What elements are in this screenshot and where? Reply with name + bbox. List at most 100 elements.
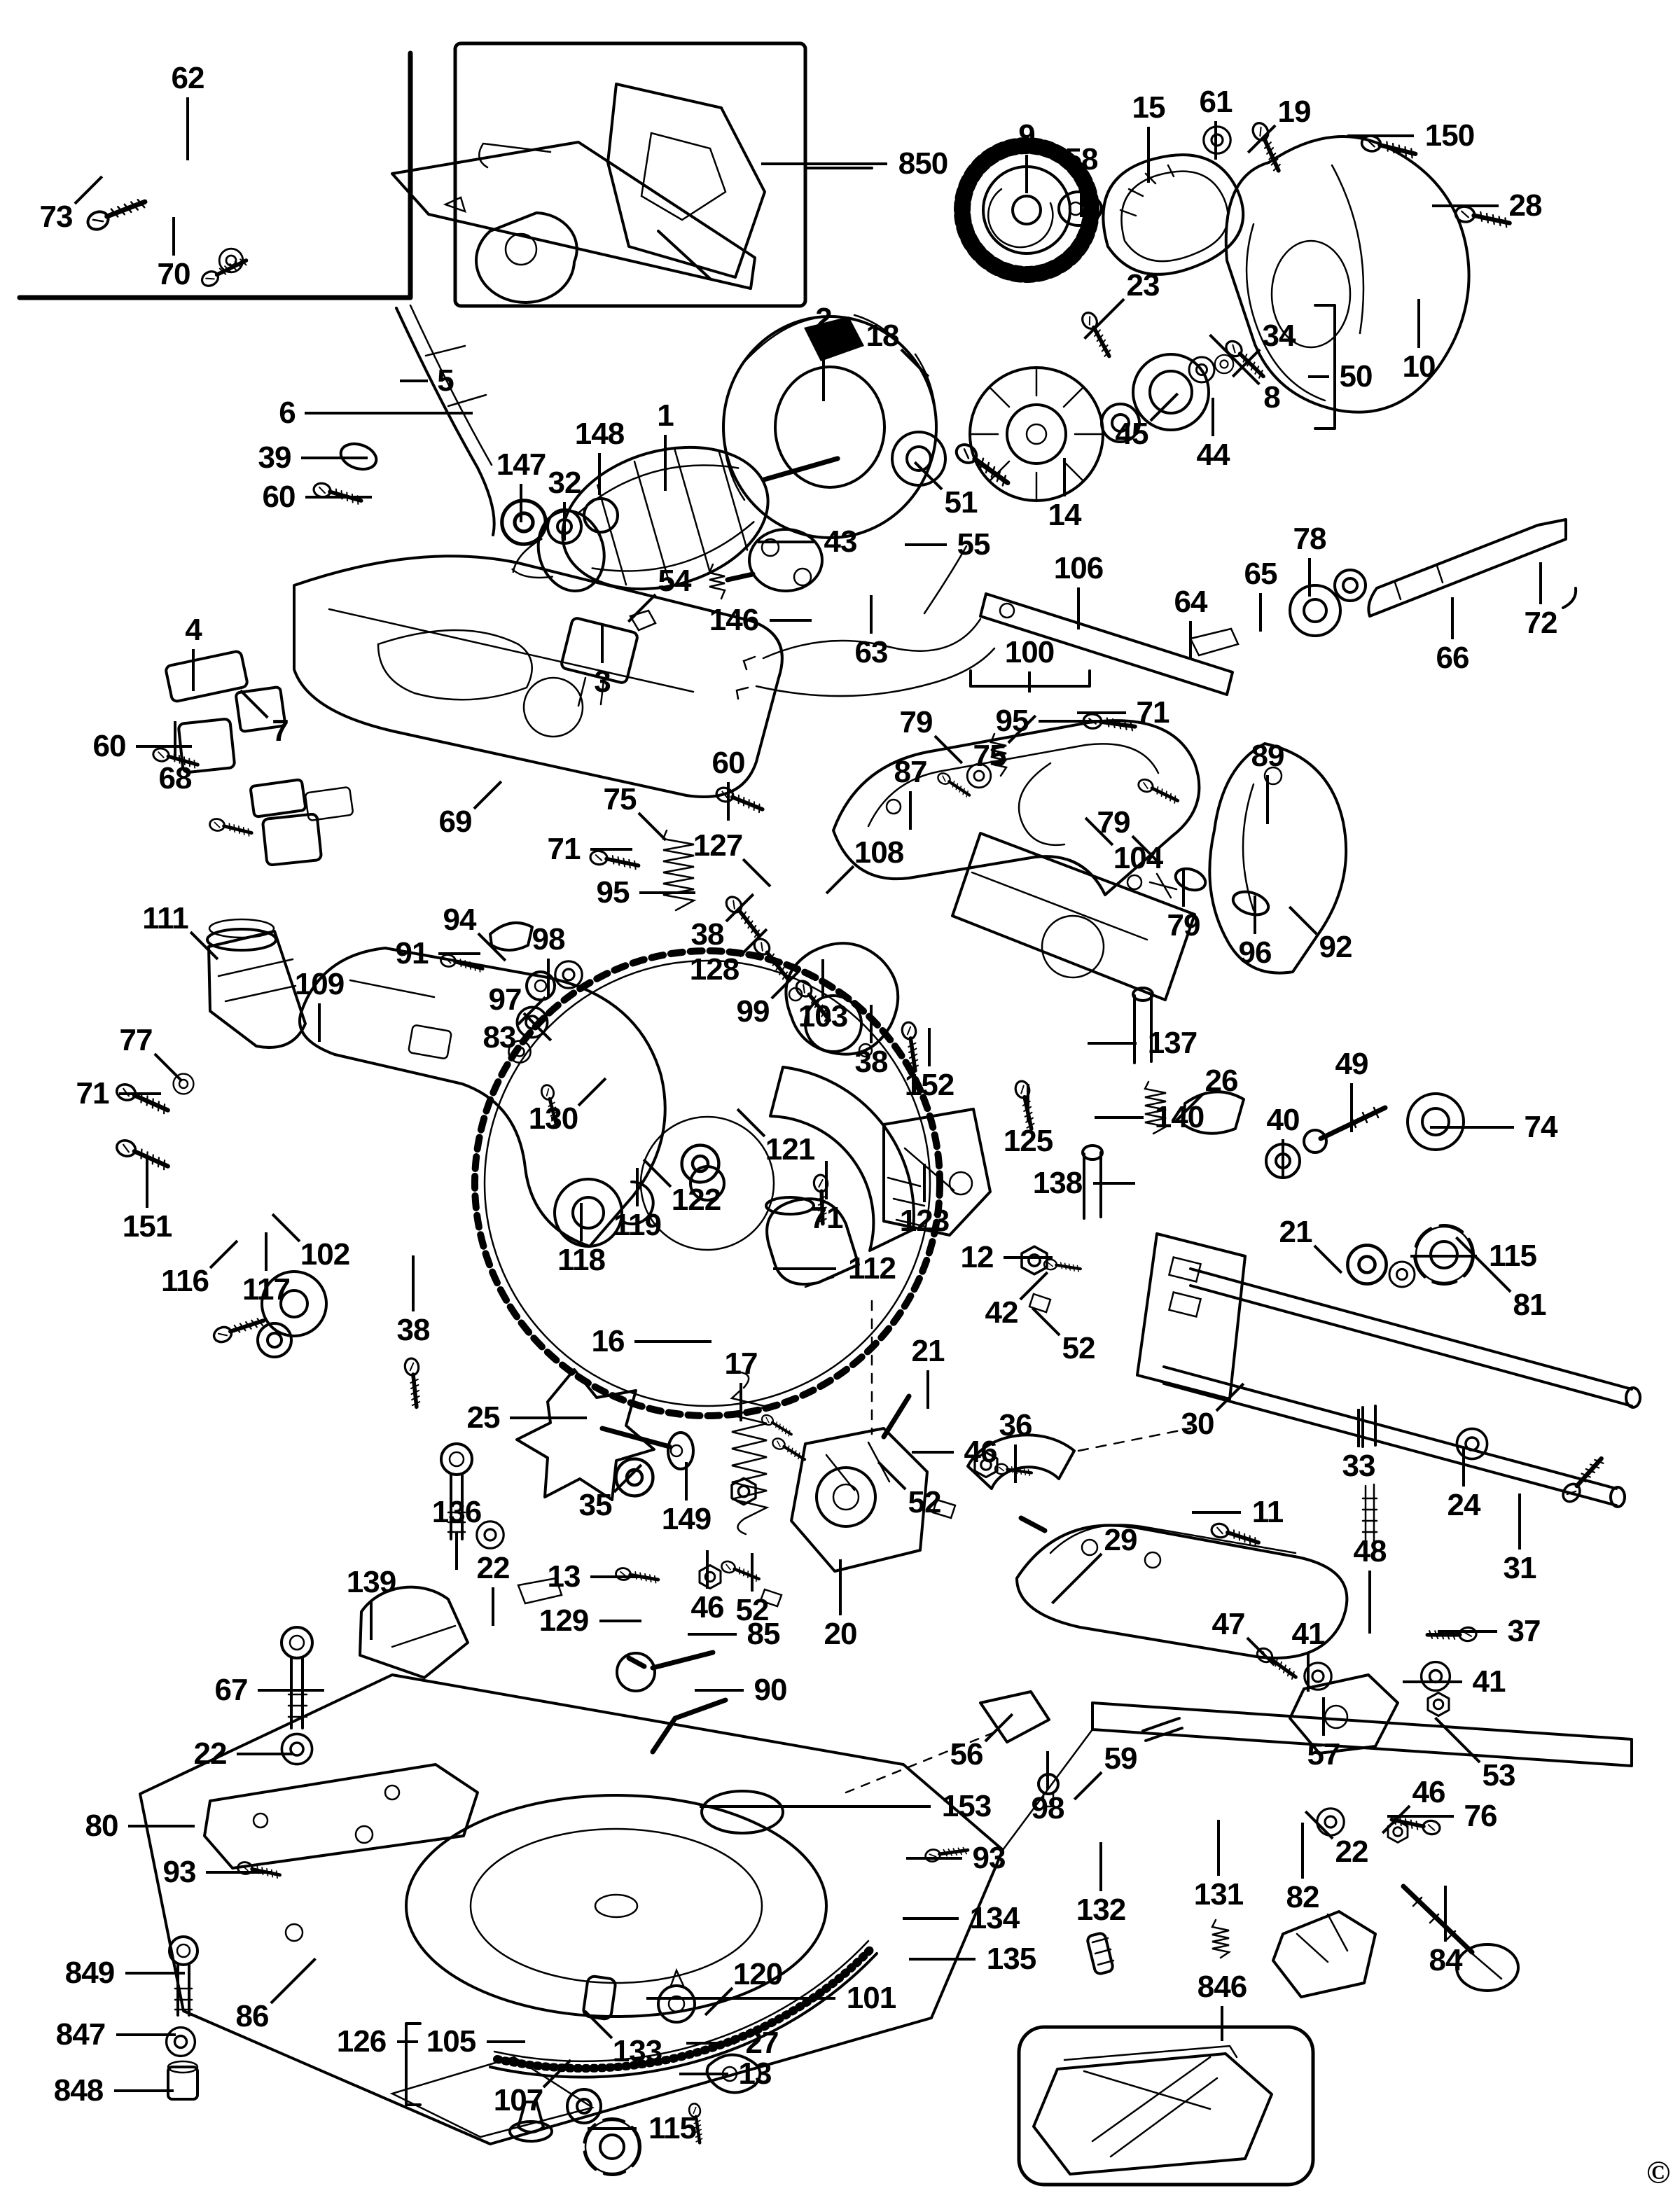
leader-line-81 (1455, 1236, 1512, 1293)
part-label-108: 108 (854, 835, 904, 870)
part-label-76: 76 (1464, 1799, 1498, 1833)
part-label-21: 21 (911, 1334, 945, 1368)
part-label-66: 66 (1436, 641, 1470, 675)
part-label-104: 104 (1113, 841, 1163, 875)
part-label-49: 49 (1335, 1047, 1369, 1081)
part-label-96: 96 (1238, 935, 1272, 970)
part-label-24: 24 (1447, 1488, 1481, 1522)
part-label-77: 77 (119, 1023, 153, 1057)
leader-line-59 (1073, 1771, 1103, 1801)
part-label-34: 34 (1262, 319, 1296, 353)
part-label-115: 115 (648, 2111, 697, 2145)
part-label-22: 22 (476, 1551, 511, 1585)
part-label-139: 139 (346, 1565, 396, 1599)
part-label-26: 26 (1205, 1064, 1239, 1098)
part-label-21: 21 (1279, 1215, 1313, 1249)
part-label-87: 87 (894, 755, 928, 789)
part-label-138: 138 (1032, 1166, 1083, 1200)
part-label-86: 86 (235, 1999, 270, 2033)
part-label-16: 16 (591, 1324, 625, 1358)
part-label-152: 152 (904, 1068, 954, 1102)
part-label-112: 112 (848, 1251, 896, 1286)
part-label-105: 105 (426, 2024, 476, 2059)
part-label-42: 42 (985, 1295, 1019, 1330)
part-label-111: 111 (142, 901, 189, 935)
part-label-14: 14 (1048, 498, 1082, 532)
leader-line-133 (583, 2010, 613, 2040)
part-label-91: 91 (395, 936, 429, 970)
part-label-43: 43 (824, 524, 858, 559)
part-label-98: 98 (1031, 1791, 1065, 1825)
lower-guard-drawing (769, 1066, 927, 1252)
part-label-32: 32 (548, 466, 582, 500)
part-label-39: 39 (258, 440, 292, 475)
part-label-846: 846 (1197, 1970, 1247, 2004)
part-label-101: 101 (846, 1981, 896, 2015)
part-label-115: 115 (1489, 1239, 1537, 1273)
part-label-136: 136 (431, 1495, 482, 1529)
part-label-82: 82 (1286, 1880, 1320, 1914)
leader-line-79 (1131, 835, 1161, 865)
part-label-46: 46 (1412, 1775, 1446, 1809)
leader-line-23 (1083, 298, 1125, 340)
power-cord-drawing (312, 304, 496, 536)
leader-line-128 (738, 928, 768, 958)
part-label-57: 57 (1307, 1737, 1341, 1771)
part-label-149: 149 (661, 1502, 711, 1536)
armature-drawing (492, 445, 840, 593)
part-label-74: 74 (1524, 1110, 1558, 1144)
part-label-38: 38 (690, 917, 725, 952)
part-label-4: 4 (185, 613, 202, 647)
clamp-knob-drawing (515, 1368, 695, 1501)
part-label-147: 147 (496, 447, 546, 482)
copyright-icon: © (1646, 2154, 1671, 2190)
part-label-127: 127 (693, 828, 743, 863)
arbor-hub-drawing (211, 1270, 425, 1407)
part-label-60: 60 (262, 480, 296, 514)
part-label-68: 68 (158, 761, 193, 795)
part-label-93: 93 (972, 1841, 1006, 1875)
part-label-25: 25 (466, 1400, 501, 1435)
part-label-71: 71 (810, 1201, 844, 1235)
leader-line-77 (153, 1052, 183, 1082)
leader-line-21 (1313, 1244, 1343, 1274)
part-label-120: 120 (733, 1957, 783, 1991)
part-label-45: 45 (1115, 417, 1149, 451)
part-label-60: 60 (92, 729, 127, 763)
leader-line-75 (637, 812, 667, 842)
part-label-15: 15 (1132, 90, 1166, 125)
part-label-40: 40 (1266, 1103, 1300, 1137)
part-label-72: 72 (1524, 606, 1558, 640)
part-label-75: 75 (603, 782, 637, 816)
brush-parts-drawing (152, 650, 354, 867)
leader-line-52 (877, 1461, 907, 1491)
part-label-98: 98 (532, 922, 566, 956)
part-label-13: 13 (738, 2056, 772, 2091)
part-label-95: 95 (596, 875, 630, 910)
part-label-70: 70 (157, 257, 191, 291)
leader-line-75 (1007, 714, 1037, 744)
spring-16 (730, 1371, 770, 1536)
fan-shroud-drawing (969, 366, 1104, 502)
part-label-84: 84 (1429, 1943, 1463, 1977)
part-label-38: 38 (854, 1045, 889, 1079)
handle-assembly-drawing (832, 719, 1201, 1001)
leader-line-42 (1019, 1271, 1049, 1301)
part-label-148: 148 (574, 417, 625, 451)
part-label-12: 12 (960, 1240, 994, 1274)
leader-line-18 (900, 348, 930, 378)
switch-drawing (560, 609, 657, 707)
housing-half-drawing (1137, 742, 1348, 975)
swivel-bracket-drawing (698, 1300, 1032, 1608)
carriage-rails-drawing (1136, 1232, 1641, 1508)
part-label-41: 41 (1291, 1617, 1326, 1651)
part-label-64: 64 (1174, 585, 1208, 619)
leader-line-26 (1174, 1093, 1204, 1123)
leader-line-102 (271, 1213, 301, 1243)
dust-spout-drawing (206, 918, 307, 1049)
part-label-100: 100 (1004, 635, 1055, 669)
